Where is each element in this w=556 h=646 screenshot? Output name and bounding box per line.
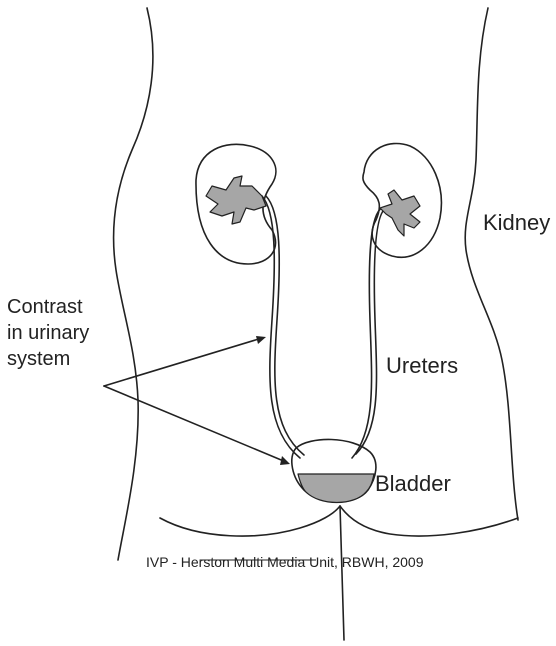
label-contrast-line-1: Contrast bbox=[7, 294, 89, 320]
label-contrast-line-3: system bbox=[7, 346, 89, 372]
renal-pelvis-left bbox=[206, 176, 266, 224]
pointer-line-upper bbox=[104, 338, 262, 386]
label-bladder: Bladder bbox=[375, 473, 451, 495]
label-kidney: Kidney bbox=[483, 212, 550, 234]
arrowhead-lower bbox=[280, 456, 290, 465]
label-ureters: Ureters bbox=[386, 355, 458, 377]
ureter-right-outer bbox=[352, 208, 382, 458]
pointer-line-lower bbox=[104, 386, 286, 462]
arrowhead-upper bbox=[256, 336, 266, 344]
credit-text: IVP - Herston Multi Media Unit, RBWH, 20… bbox=[146, 555, 424, 569]
label-contrast-block: Contrast in urinary system bbox=[7, 294, 89, 372]
bladder-contrast bbox=[298, 474, 374, 503]
label-contrast-line-2: in urinary bbox=[7, 320, 89, 346]
body-outline-right bbox=[465, 8, 518, 520]
groin-line-right bbox=[340, 506, 518, 536]
midline bbox=[340, 506, 344, 640]
renal-pelvis-right bbox=[380, 190, 420, 236]
body-outline-left bbox=[114, 8, 153, 560]
groin-line-left bbox=[160, 506, 340, 536]
